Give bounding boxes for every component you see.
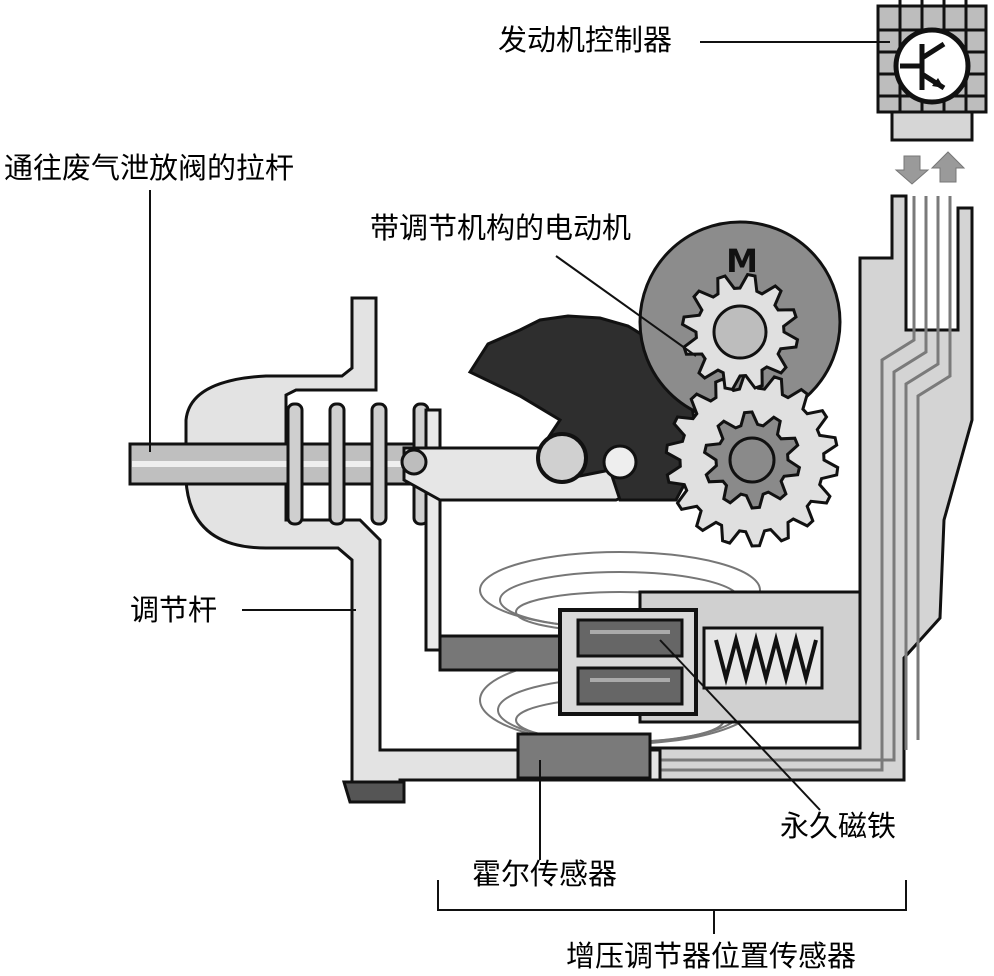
label-adjusting-rod: 调节杆 — [130, 593, 218, 627]
label-engine-controller: 发动机控制器 — [498, 23, 673, 57]
motor-symbol: M — [726, 242, 758, 280]
leader-lines — [149, 41, 890, 860]
motor-pinion-hub — [712, 304, 768, 360]
label-position-sensor: 增压调节器位置传感器 — [566, 939, 857, 973]
hall-sensor — [516, 732, 652, 780]
label-permanent-magnet: 永久磁铁 — [780, 809, 897, 843]
sector-gear — [467, 314, 698, 502]
label-motor-with-gear: 带调节机构的电动机 — [370, 211, 632, 245]
signal-arrows — [894, 151, 966, 185]
actuator-housing — [184, 296, 662, 804]
sensor-cable-bundle — [650, 194, 974, 782]
sensor-bracket — [437, 880, 907, 934]
label-hall-sensor: 霍尔传感器 — [472, 857, 618, 891]
return-spring — [714, 632, 818, 686]
permanent-magnets — [576, 618, 684, 706]
gear-train — [664, 272, 840, 548]
engine-controller-box — [876, 0, 988, 142]
label-wastegate-rod: 通往废气泄放阀的拉杆 — [4, 151, 295, 185]
intermediate-pinion-hub — [728, 436, 776, 484]
